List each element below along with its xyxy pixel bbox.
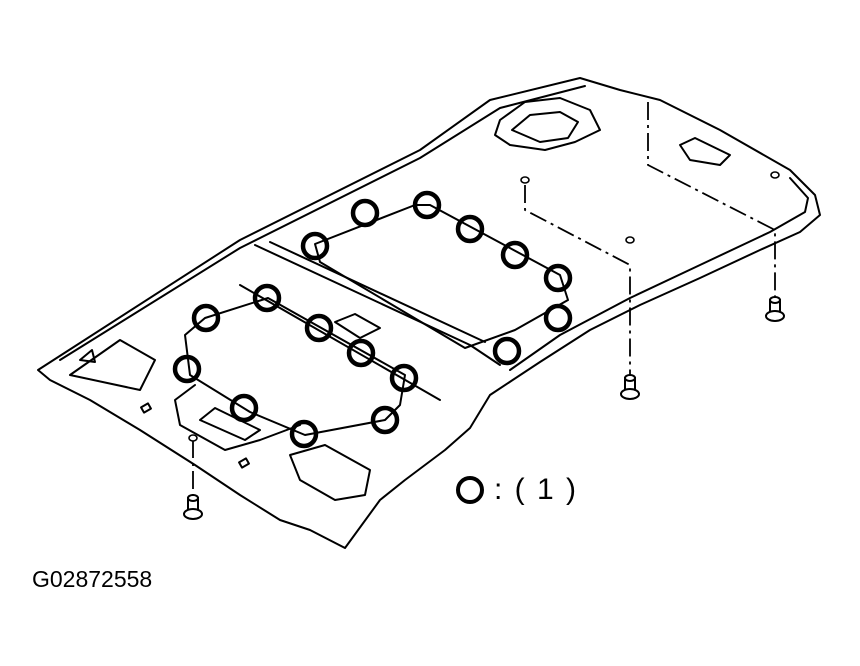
front-frame <box>314 204 569 349</box>
clip-circle-icon <box>412 190 442 220</box>
pin-mark-1 <box>520 176 530 184</box>
clip-circle-icon <box>229 393 259 423</box>
seam-line <box>254 244 501 366</box>
clip-circle-icon <box>492 336 522 366</box>
clip-circle-icon <box>389 363 419 393</box>
locator-line-2 <box>647 102 776 300</box>
small-slot-1 <box>140 402 152 414</box>
headliner-edge-line <box>59 85 586 361</box>
rear-opening <box>289 444 371 501</box>
clip-circle-icon <box>350 198 380 228</box>
side-opening-left <box>69 339 156 391</box>
clip-fastener-2 <box>765 296 785 322</box>
clip-circle-icon <box>370 405 400 435</box>
clip-circle-icon <box>191 303 221 333</box>
clip-circle-icon <box>543 263 573 293</box>
small-slot-2 <box>238 457 250 469</box>
pin-mark-3 <box>770 171 780 179</box>
grip-opening <box>679 137 731 166</box>
seam-line-3 <box>239 284 441 401</box>
clip-circle-icon <box>300 231 330 261</box>
clip-circle-icon <box>304 313 334 343</box>
clip-circle-icon <box>289 419 319 449</box>
console-opening <box>334 313 381 339</box>
clip-circle-icon <box>500 240 530 270</box>
clip-fastener-1 <box>620 374 640 400</box>
legend-label: : ( 1 ) <box>494 473 579 506</box>
pin-mark-2 <box>625 236 635 244</box>
side-handle <box>174 384 301 451</box>
clip-circle-icon <box>346 338 376 368</box>
clip-circle-icon <box>252 283 282 313</box>
headliner-rear-edge <box>509 177 809 371</box>
locator-line-1 <box>524 185 631 380</box>
headliner-outline <box>37 77 821 549</box>
figure-code: G02872558 <box>32 566 153 592</box>
rear-recess <box>199 407 261 441</box>
legend: : ( 1 ) <box>456 470 578 510</box>
dome-lamp-inner <box>511 111 579 143</box>
pin-mark-4 <box>188 434 198 442</box>
clip-fastener-3 <box>183 494 203 520</box>
seam-line-2 <box>269 241 486 343</box>
clip-circle-icon <box>455 214 485 244</box>
small-tab <box>79 349 96 363</box>
clip-circle-icon <box>172 354 202 384</box>
clip-circle-icon <box>456 476 484 504</box>
clip-circle-icon <box>543 303 573 333</box>
clip-fastener-group <box>183 296 785 520</box>
dome-lamp <box>494 97 601 151</box>
